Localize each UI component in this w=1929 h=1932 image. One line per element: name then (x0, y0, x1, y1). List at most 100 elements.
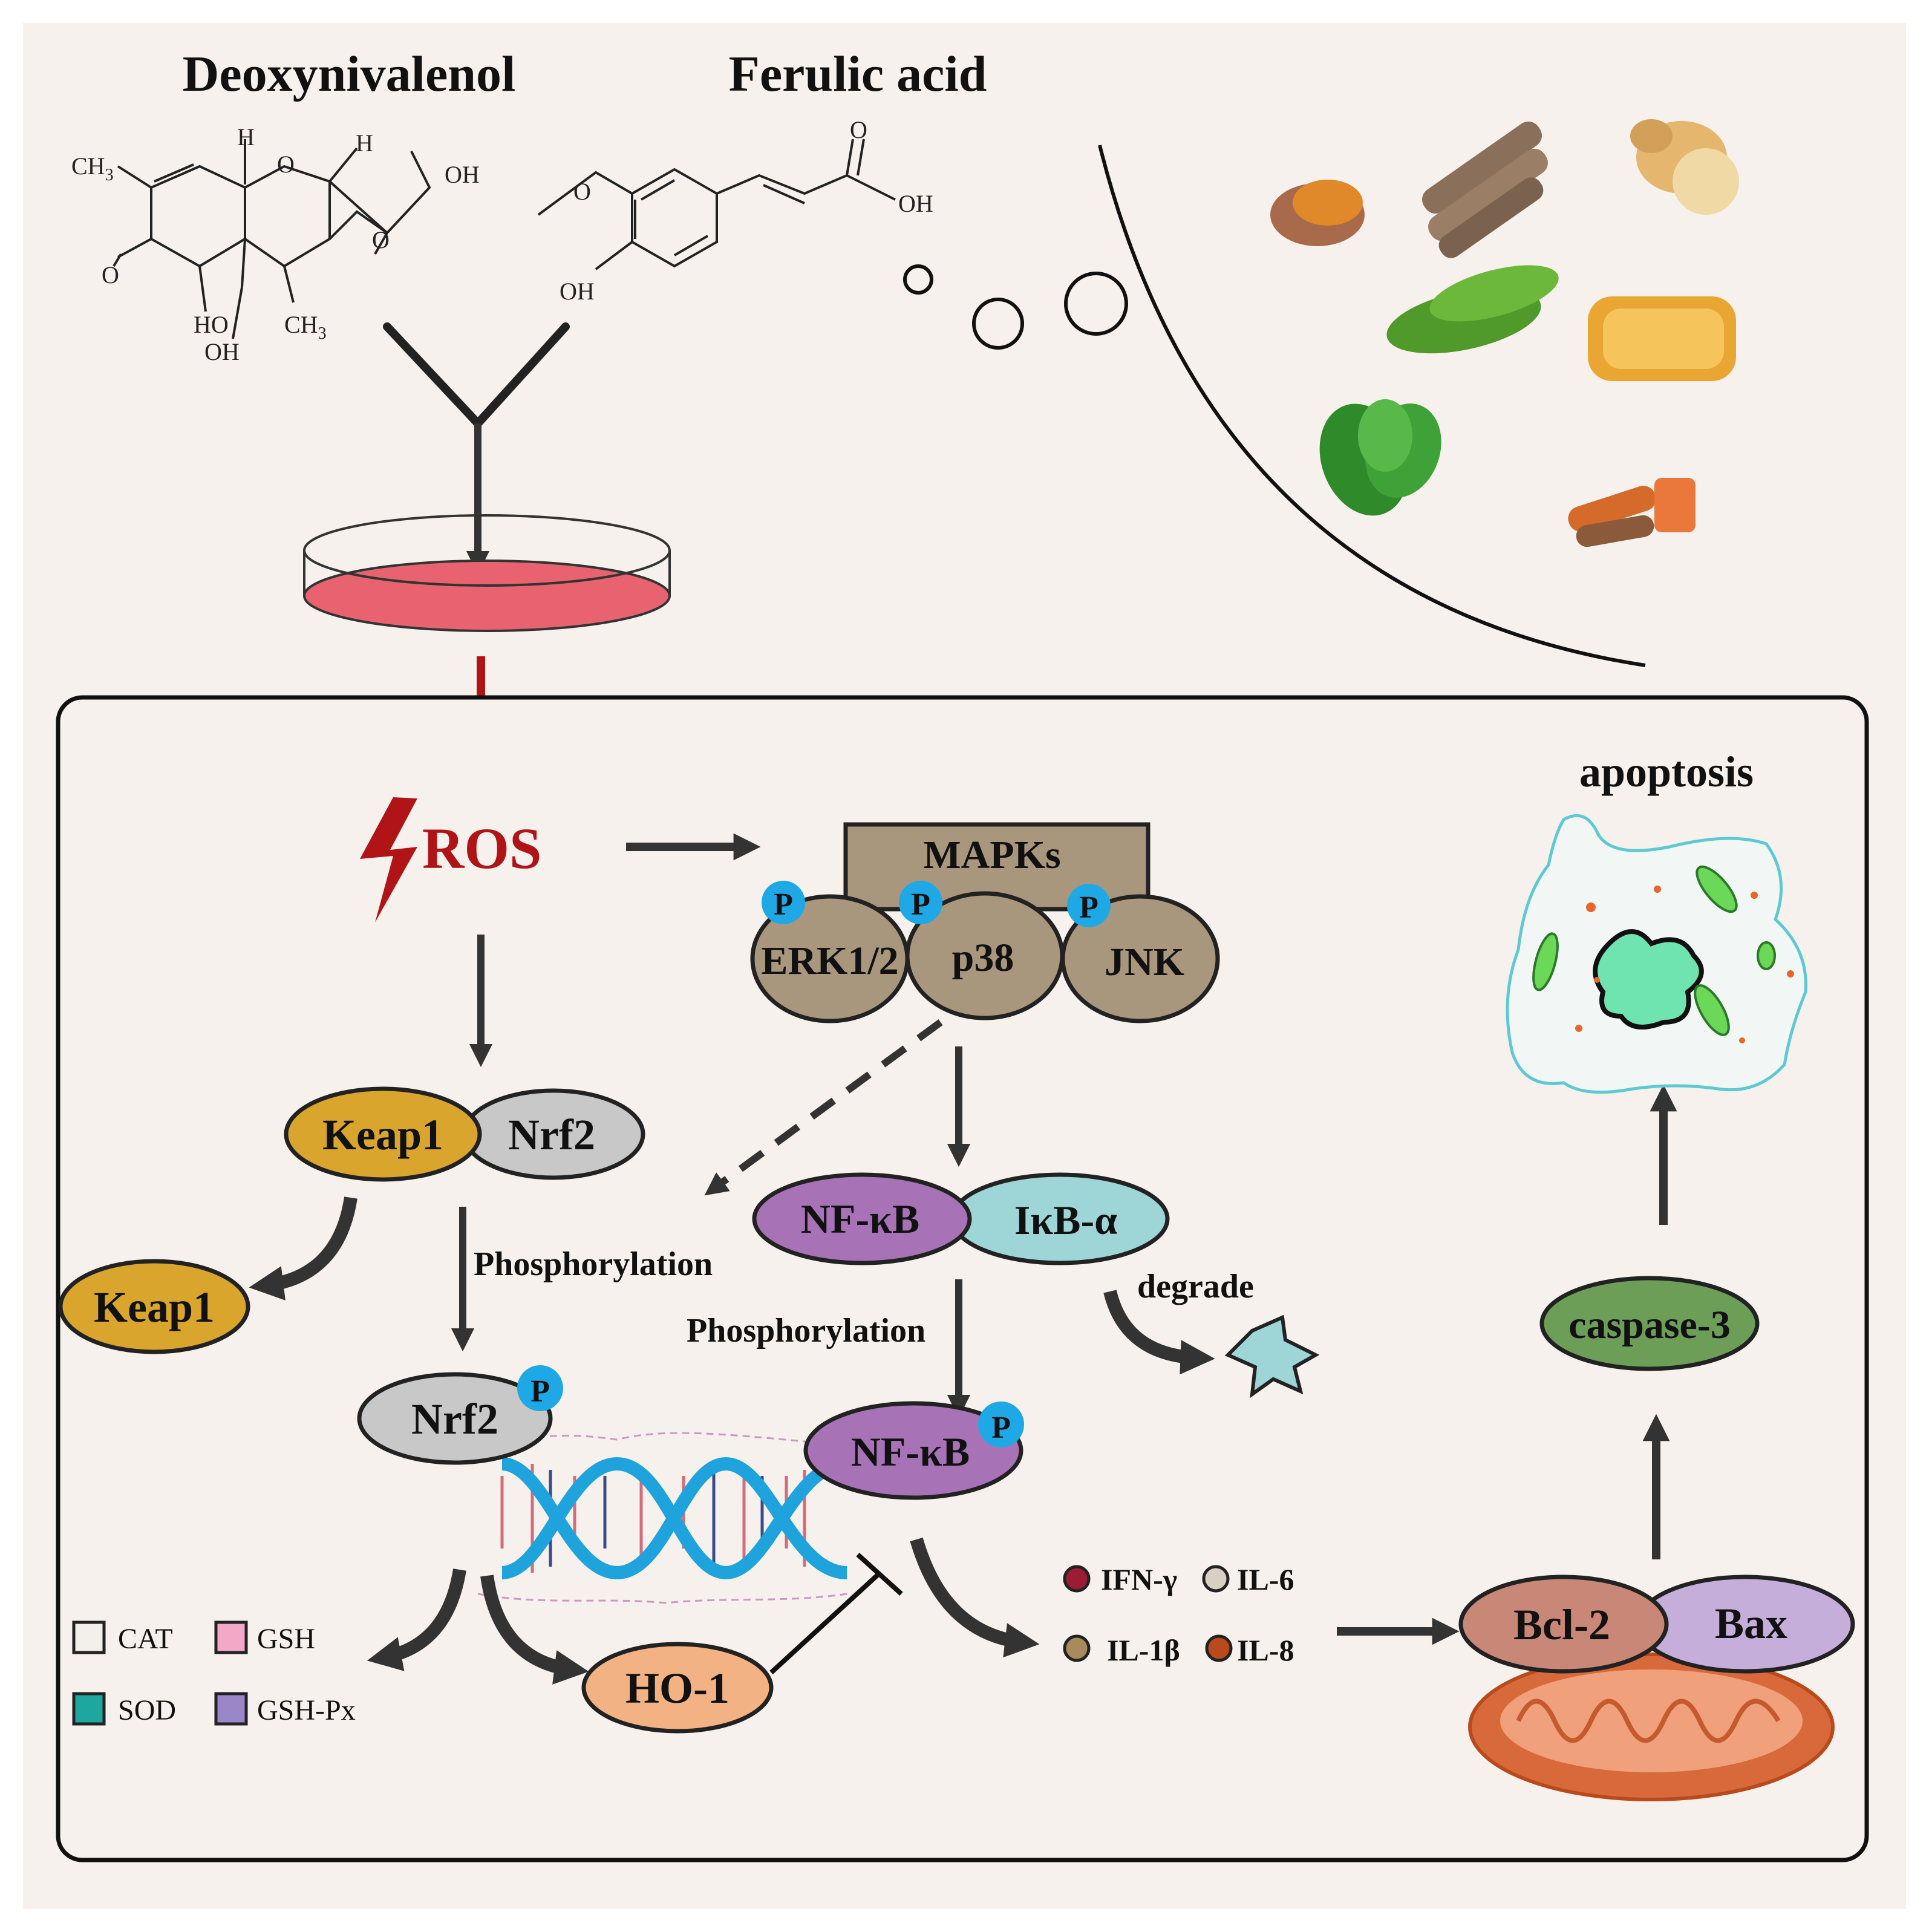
ginger-icon (1630, 119, 1739, 215)
ros-label: ROS (422, 816, 541, 881)
legend-swatch-gsh-px (214, 1692, 248, 1726)
apoptosis-label: apoptosis (1579, 748, 1754, 796)
nfkb-phospho-node (803, 1401, 1023, 1500)
degraded-fragment-icon (1224, 1314, 1320, 1398)
fa-atom-labels: O O OH OH (560, 116, 933, 305)
arrow-to-antioxidant-enzymes (367, 1568, 466, 1671)
cytokine-group: IFN-γ IL-6 IL-1β IL-8 (1063, 1562, 1294, 1667)
cytokine-dot-ifn-gamma (1063, 1565, 1091, 1593)
p38-label: p38 (952, 936, 1014, 980)
dried-root-bundle-icon (1422, 121, 1548, 258)
cytokine-label-il8: IL-8 (1237, 1633, 1294, 1667)
ferulic-acid-title: Ferulic acid (729, 46, 987, 102)
don-o-epoxide: O (372, 226, 390, 253)
legend-swatch-sod (72, 1692, 106, 1726)
phosphorylation-label-nrf2: Phosphorylation (474, 1245, 713, 1283)
fa-oh-phenol: OH (560, 278, 595, 305)
don-oh-bottom: OH (204, 338, 240, 365)
cytokine-label-il1b: IL-1β (1107, 1633, 1180, 1667)
antioxidant-legend: CAT GSH SOD GSH-Px (72, 1620, 356, 1726)
p-badges-mapk: P P P (762, 881, 1111, 927)
keap1-label: Keap1 (322, 1111, 443, 1159)
carrot-juice-icon (1568, 478, 1696, 547)
phosphorylation-label-nfkb: Phosphorylation (687, 1312, 925, 1349)
bcl2-node (1458, 1575, 1669, 1674)
nrf2-phospho-node (357, 1372, 553, 1465)
nfkb-phospho-label: NF-κB (851, 1429, 970, 1475)
p-badge-jnk: P (1079, 890, 1098, 925)
nfkb-node (752, 1172, 972, 1265)
thought-bubbles (903, 264, 1128, 350)
don-atom-labels: CH3 H O H OH O O HO OH CH3 (71, 123, 480, 365)
bcl2-label: Bcl-2 (1513, 1601, 1610, 1649)
ho1-label: HO-1 (625, 1664, 729, 1712)
p-badge-p38: P (911, 887, 930, 922)
caspase3-label: caspase-3 (1568, 1303, 1731, 1347)
arrow-to-ho1 (480, 1575, 589, 1685)
nrf2-label: Nrf2 (508, 1111, 595, 1159)
nrf2-phospho-label: Nrf2 (411, 1395, 498, 1443)
don-ch3-top: CH (71, 152, 105, 180)
cytokine-label-il6: IL-6 (1237, 1562, 1294, 1596)
p-badge-erk: P (774, 887, 793, 922)
keap1-node (284, 1086, 482, 1182)
p38-node (905, 891, 1065, 1020)
arrow-to-cytokines (910, 1537, 1040, 1658)
don-oh-top: OH (445, 161, 480, 188)
caspase3-node (1539, 1276, 1760, 1371)
legend-label-sod: SOD (118, 1694, 176, 1726)
food-sources-boundary (1098, 145, 1646, 667)
arrow-keap1-release (249, 1196, 357, 1301)
don-ch3-top-sub: 3 (105, 166, 114, 184)
erk-label: ERK1/2 (761, 939, 898, 983)
mapks-label: MAPKs (923, 833, 1060, 877)
sweet-potato-icon (1270, 180, 1365, 246)
cytokine-dot-il1b (1063, 1634, 1091, 1662)
p-badge-nfkb (978, 1402, 1024, 1447)
dna-helix-icon (477, 1432, 847, 1604)
deoxynivalenol-title: Deoxynivalenol (183, 46, 516, 102)
don-o-keto: O (102, 261, 119, 289)
green-pepper-icon (1386, 265, 1559, 354)
p-badge-nrf2 (517, 1365, 563, 1411)
arrow-ikba-degrade (1103, 1290, 1215, 1375)
fa-o-methoxy: O (573, 178, 591, 205)
don-h2: H (356, 129, 373, 157)
leafy-greens-icon (1319, 399, 1441, 516)
legend-label-gsh: GSH (257, 1623, 315, 1655)
ho1-node (581, 1642, 774, 1734)
don-h1: H (237, 123, 255, 151)
don-o-ring: O (277, 151, 295, 178)
legend-label-gsh-px: GSH-Px (257, 1694, 356, 1726)
p-badge-nfkb-label: P (991, 1411, 1011, 1445)
legend-swatch-gsh (214, 1620, 248, 1654)
don-ch3-bottom: CH (284, 311, 318, 338)
cytokine-dot-il6 (1202, 1565, 1230, 1593)
apoptotic-cell-icon (1506, 814, 1807, 1094)
legend-label-cat: CAT (118, 1623, 173, 1655)
inhibition-ho1-to-nfkb (769, 1571, 882, 1674)
ikba-label: IκB-α (1014, 1197, 1117, 1243)
mitochondrion-icon (1468, 1653, 1835, 1801)
deoxynivalenol-structure (113, 139, 431, 339)
bax-label: Bax (1715, 1599, 1787, 1648)
keap1-released-label: Keap1 (94, 1283, 215, 1331)
dashed-arrow-p38-to-nrf2 (704, 1019, 943, 1196)
ferulic-acid-structure (537, 139, 896, 270)
petri-dish-icon (303, 514, 671, 632)
inhibition-bar (856, 1553, 903, 1596)
lightning-bolt-icon (360, 797, 417, 922)
cytokine-label-ifn-gamma: IFN-γ (1101, 1562, 1177, 1596)
legend-swatch-cat (72, 1620, 106, 1654)
fa-oh-acid: OH (898, 190, 933, 217)
nfkb-label: NF-κB (801, 1196, 919, 1242)
svg-text:CH3: CH3 (71, 152, 114, 184)
svg-text:CH3: CH3 (284, 311, 327, 343)
cytokine-dot-il8 (1205, 1634, 1233, 1662)
honeycomb-icon (1588, 296, 1736, 381)
don-ch3-bottom-sub: 3 (318, 324, 327, 343)
p-badge-nrf2-label: P (530, 1374, 550, 1409)
degrade-label: degrade (1137, 1268, 1254, 1305)
